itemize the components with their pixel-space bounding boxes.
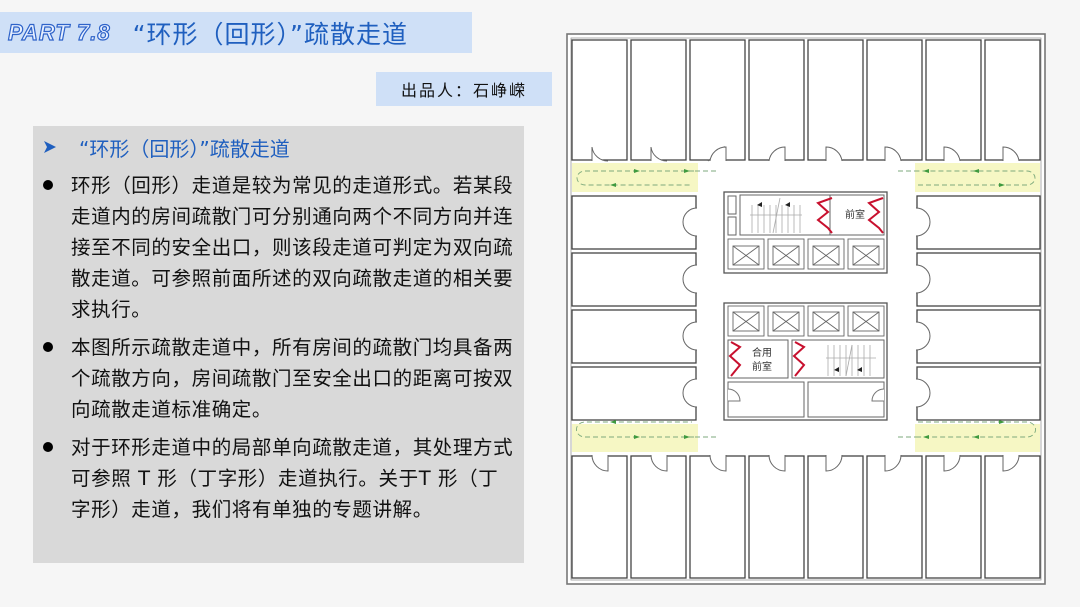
front-room-label: 前室 [845, 208, 865, 221]
bullet-dot-icon [43, 180, 53, 190]
fire-door-icon [867, 197, 884, 234]
lower-core: 合用 前室 [723, 302, 888, 421]
right-room-doors [915, 207, 931, 408]
corridor-highlight [572, 163, 1040, 452]
fire-door-icon [792, 341, 806, 377]
author-box: 出品人：石峥嵘 [376, 72, 552, 106]
bullet-dot-icon [43, 442, 53, 452]
top-room-doors [591, 145, 1020, 162]
bullet-item: 对于环形走道中的局部单向疏散走道，其处理方式可参照 T 形（丁字形）走道执行。关… [43, 432, 518, 525]
title-bar: PART 7.8 “环形（回形）”疏散走道 [0, 12, 472, 53]
panel-heading-text: “环形（回形）”疏散走道 [79, 136, 290, 161]
text-panel: “环形（回形）”疏散走道 环形（回形）走道是较为常见的走道形式。若某段走道内的房… [33, 126, 524, 563]
shared-front-room-label-1: 合用 [752, 346, 772, 359]
bullet-text: 本图所示疏散走道中，所有房间的疏散门均具备两个疏散方向，房间疏散门至安全出口的距… [71, 336, 514, 421]
bullet-text: 环形（回形）走道是较为常见的走道形式。若某段走道内的房间疏散门可分别通向两个不同… [71, 174, 514, 321]
shared-front-room-label-2: 前室 [752, 360, 772, 373]
bullet-dot-icon [43, 342, 53, 352]
author-label: 出品人：石峥嵘 [400, 81, 527, 100]
page-title: “环形（回形）”疏散走道 [132, 19, 408, 49]
bullet-item: 本图所示疏散走道中，所有房间的疏散门均具备两个疏散方向，房间疏散门至安全出口的距… [43, 332, 518, 425]
left-room-doors [682, 207, 698, 408]
evacuation-route [575, 170, 1037, 438]
upper-core: 前室 [723, 191, 888, 274]
panel-heading: “环形（回形）”疏散走道 [43, 134, 290, 161]
evacuation-arrow-icon [610, 169, 1005, 439]
part-label: PART 7.8 [7, 19, 111, 45]
fire-door-icon [728, 341, 742, 377]
bullet-text: 对于环形走道中的局部单向疏散走道，其处理方式可参照 T 形（丁字形）走道执行。关… [71, 436, 514, 521]
bottom-room-doors [591, 454, 1020, 472]
floor-plan-diagram: 前室 合用 前室 [566, 33, 1046, 585]
bullet-item: 环形（回形）走道是较为常见的走道形式。若某段走道内的房间疏散门可分别通向两个不同… [43, 170, 518, 325]
arrow-bullet-icon [44, 141, 56, 153]
fire-door-icon [816, 197, 833, 234]
